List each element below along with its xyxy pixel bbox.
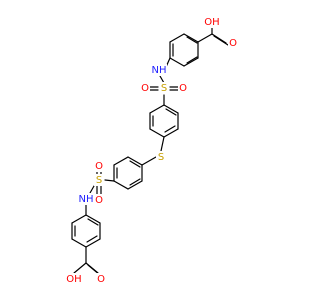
bond-line <box>85 238 101 248</box>
bond-line <box>141 156 157 166</box>
bond-line <box>186 56 198 64</box>
sulfonyl-oxygen-right-label-top: O <box>179 83 187 94</box>
bond-line <box>159 75 165 84</box>
bond-line <box>213 35 229 46</box>
carbonyl-oxygen-label-bottom: O <box>97 274 105 285</box>
bond-line <box>129 160 141 168</box>
bottom-carboxylic-acid: OH O <box>66 273 106 285</box>
bond-line <box>183 33 199 43</box>
bond-line <box>164 125 176 133</box>
bond-line <box>211 33 227 44</box>
sulfonyl-oxygen-top-label-bottom: O <box>95 161 103 172</box>
sulfonyl-oxygen-left-label-top: O <box>141 83 149 94</box>
sulfonyl-sulfur-label-top: S <box>161 83 167 94</box>
hydroxyl-label-bottom: OH <box>66 274 81 285</box>
bond-line <box>104 179 115 182</box>
carbonyl-oxygen-label-top: O <box>229 38 237 49</box>
top-carboxylic-acid: OH O <box>204 16 238 49</box>
bond-line <box>129 178 141 186</box>
bond-line <box>71 214 87 224</box>
amine-label-top: NH <box>152 65 167 76</box>
amine-label-bottom: NH <box>79 194 94 205</box>
bond-line <box>85 214 101 224</box>
bond-line <box>89 185 95 194</box>
bond-line <box>113 180 129 190</box>
bond-line <box>186 36 198 44</box>
bond-line <box>165 108 177 116</box>
bond-line <box>197 33 213 43</box>
hydroxyl-label-top: OH <box>204 17 219 28</box>
bond-line <box>113 156 129 166</box>
sulfonyl-oxygen-bottom-label-bottom: O <box>95 195 103 206</box>
bond-line <box>127 180 143 190</box>
bond-line <box>160 136 165 152</box>
bond-line <box>127 156 143 166</box>
bond-line <box>73 262 87 274</box>
bond-line <box>163 128 179 138</box>
top-sulfonamide: NH S O O <box>140 64 188 94</box>
bond-line <box>86 235 98 243</box>
bond-line <box>87 218 99 226</box>
sulfonyl-sulfur-label-bottom: S <box>96 175 102 186</box>
bond-line <box>183 57 199 67</box>
bond-line <box>149 104 165 114</box>
thioether-bridge: S <box>156 151 166 163</box>
bond-line <box>71 238 87 248</box>
bond-line <box>163 104 179 114</box>
bottom-sulfonamide: NH S O O <box>78 160 104 206</box>
bond-line <box>169 33 185 43</box>
molecule-structure-diagram: OH O NH S O O S NH S O O OH O <box>66 16 238 285</box>
bond-line <box>149 128 165 138</box>
thioether-sulfur-label: S <box>158 152 164 163</box>
bond-lines <box>71 27 229 276</box>
bond-line <box>169 57 185 67</box>
